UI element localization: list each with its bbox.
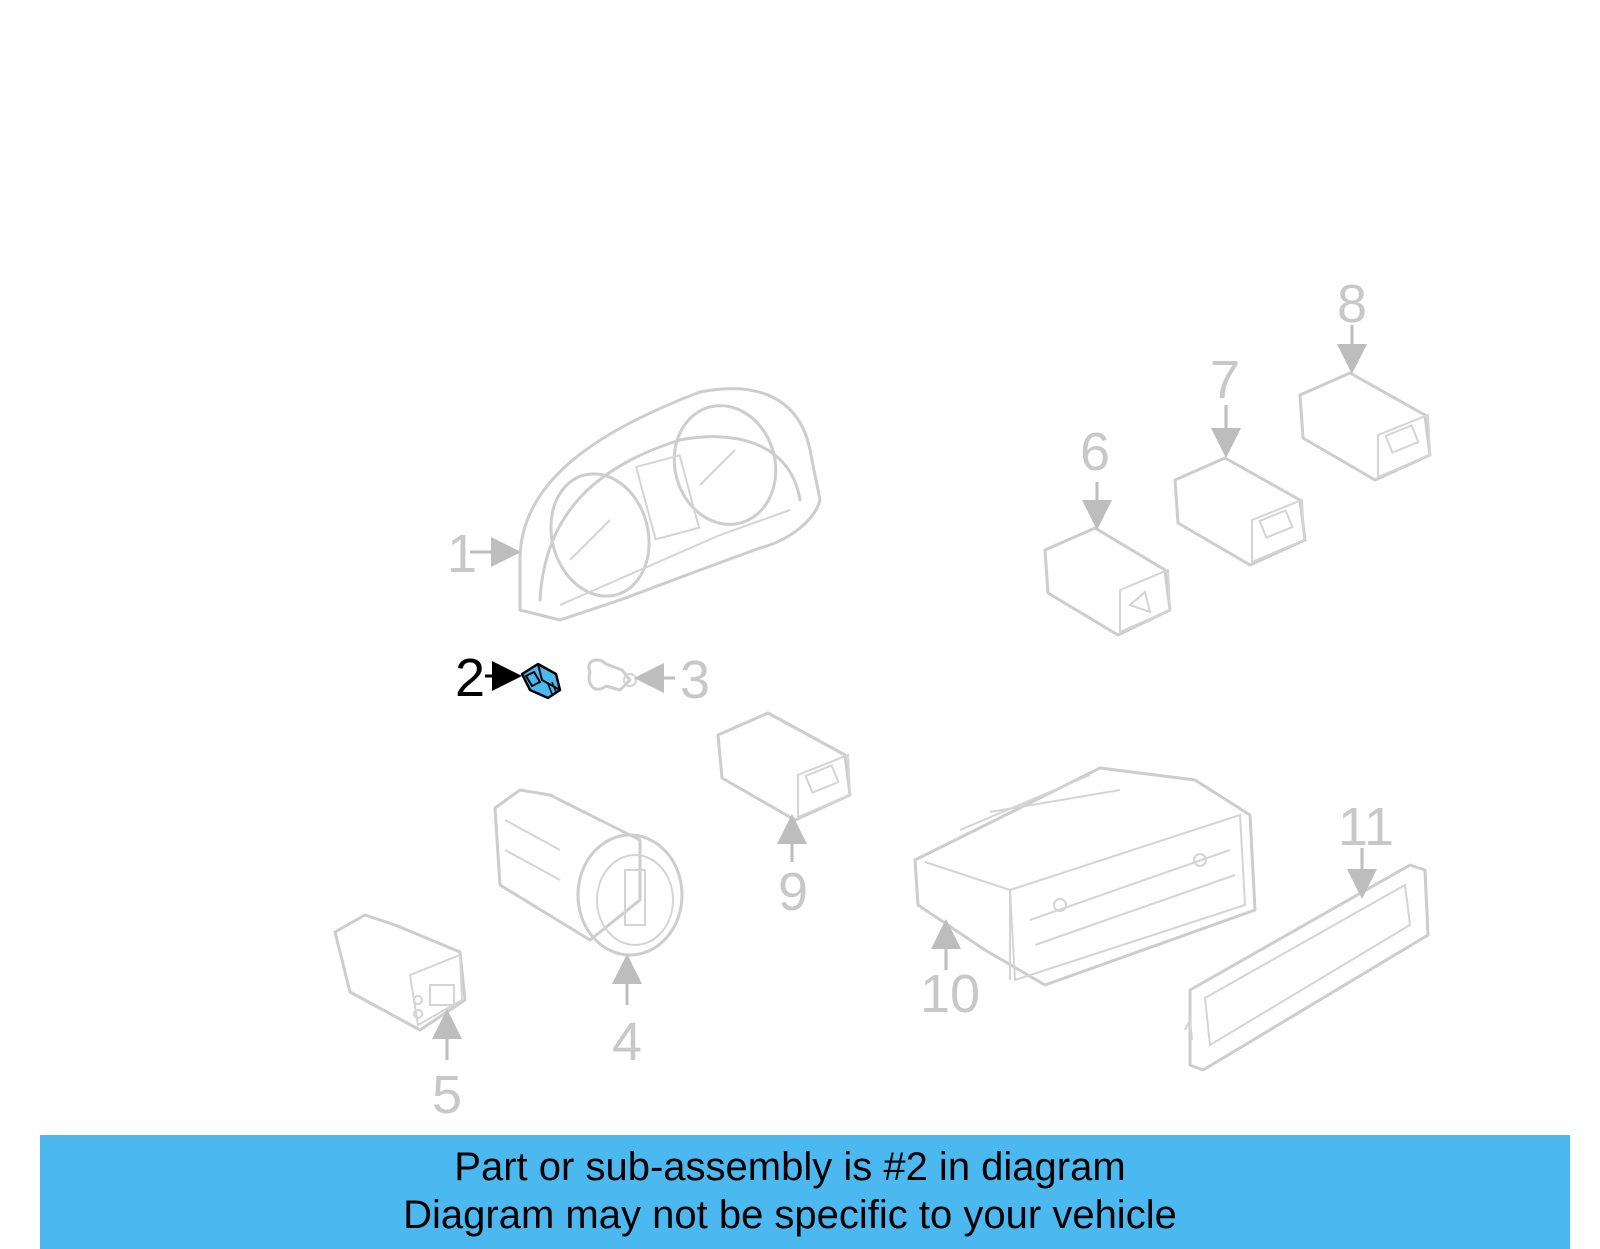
part-5-switch[interactable] (333, 913, 467, 1032)
label-6: 6 (1080, 422, 1110, 482)
banner-background (40, 1135, 1570, 1249)
label-8: 8 (1337, 274, 1367, 334)
part-2-bulb-socket[interactable] (520, 662, 562, 700)
part-6-switch[interactable] (1043, 526, 1172, 637)
part-8-switch[interactable] (1298, 371, 1432, 482)
part-3-bulb[interactable] (587, 658, 637, 692)
label-1: 1 (447, 524, 477, 584)
part-10-climate-control[interactable] (913, 766, 1257, 987)
label-10: 10 (920, 964, 980, 1024)
label-7: 7 (1210, 350, 1240, 410)
banner-line-2: Diagram may not be specific to your vehi… (403, 1193, 1177, 1237)
part-1-instrument-cluster[interactable] (518, 387, 822, 622)
part-11-trim-bezel[interactable] (1184, 863, 1430, 1072)
info-banner: Part or sub-assembly is #2 in diagram Di… (40, 1135, 1570, 1249)
part-4-headlight-switch[interactable] (493, 788, 684, 957)
part-9-switch[interactable] (716, 711, 852, 822)
label-5: 5 (432, 1065, 462, 1125)
label-9: 9 (778, 862, 808, 922)
label-2: 2 (455, 648, 485, 708)
label-3: 3 (680, 650, 710, 710)
part-7-switch[interactable] (1173, 456, 1307, 567)
label-4: 4 (612, 1012, 642, 1072)
label-11: 11 (1338, 797, 1394, 857)
banner-line-1: Part or sub-assembly is #2 in diagram (454, 1145, 1126, 1189)
